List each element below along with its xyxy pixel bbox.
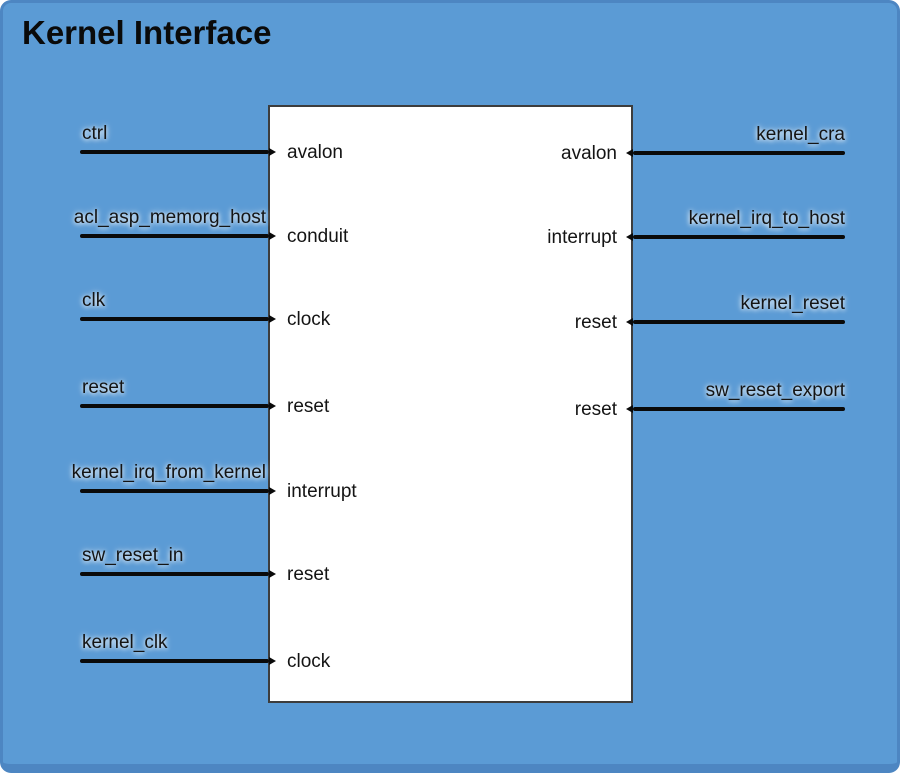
port-type-label: clock bbox=[287, 309, 331, 330]
port-signal-label: clk bbox=[82, 290, 106, 311]
port-type-label: reset bbox=[574, 312, 617, 333]
port-wire bbox=[80, 232, 276, 240]
port-wire bbox=[80, 570, 276, 578]
port-wire bbox=[626, 405, 845, 413]
port-wire bbox=[80, 402, 276, 410]
port-type-label: reset bbox=[287, 396, 330, 417]
port-type-label: reset bbox=[287, 564, 330, 585]
port-signal-label: sw_reset_export bbox=[705, 380, 845, 401]
port-type-label: interrupt bbox=[287, 481, 357, 502]
port-wire bbox=[80, 657, 276, 665]
port-signal-label: sw_reset_in bbox=[82, 545, 184, 566]
port-type-label: avalon bbox=[287, 142, 343, 163]
port-type-label: conduit bbox=[287, 226, 349, 247]
port-wire bbox=[80, 148, 276, 156]
port-wire bbox=[80, 315, 276, 323]
port-wire bbox=[626, 233, 845, 241]
port-signal-label: kernel_cra bbox=[756, 124, 845, 145]
port-signal-label: kernel_irq_from_kernel bbox=[71, 462, 266, 483]
port-signal-label: ctrl bbox=[82, 123, 108, 144]
port-wire bbox=[626, 318, 845, 326]
port-signal-label: kernel_irq_to_host bbox=[688, 208, 845, 229]
port-signal-label: kernel_clk bbox=[82, 632, 168, 653]
port-wire bbox=[80, 487, 276, 495]
port-type-label: reset bbox=[574, 399, 617, 420]
port-wire bbox=[626, 149, 845, 157]
port-type-label: interrupt bbox=[547, 227, 617, 248]
diagram-title: Kernel Interface bbox=[22, 14, 272, 51]
port-type-label: avalon bbox=[561, 143, 617, 164]
port-signal-label: acl_asp_memorg_host bbox=[73, 207, 266, 228]
port-signal-label: kernel_reset bbox=[740, 293, 845, 314]
port-signal-label: reset bbox=[82, 377, 125, 398]
kernel-interface-block bbox=[268, 105, 633, 703]
port-type-label: clock bbox=[287, 651, 331, 672]
